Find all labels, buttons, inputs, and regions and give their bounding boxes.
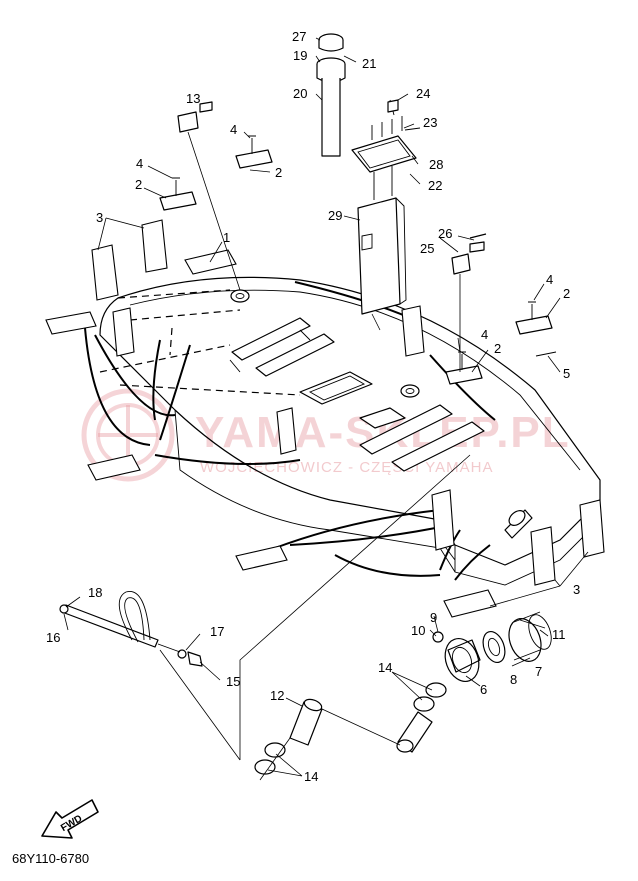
callout-19: 19 xyxy=(293,48,307,63)
callout-29: 29 xyxy=(328,208,342,223)
callout-25: 25 xyxy=(420,241,434,256)
pads xyxy=(45,219,605,618)
callout-21: 21 xyxy=(362,56,376,71)
fwd-arrow: FWD xyxy=(41,799,99,839)
callout-3: 3 xyxy=(96,210,103,225)
callout-1: 1 xyxy=(223,230,230,245)
callout-2: 2 xyxy=(275,165,282,180)
filler-assembly xyxy=(316,33,487,331)
leader-lines xyxy=(63,37,589,777)
caps xyxy=(177,101,485,372)
callout-16: 16 xyxy=(46,630,60,645)
callout-14: 14 xyxy=(304,769,318,784)
callout-26: 26 xyxy=(438,226,452,241)
callout-24: 24 xyxy=(416,86,430,101)
callout-11: 11 xyxy=(552,627,566,642)
diagram-code: 68Y110-6780 xyxy=(12,851,90,866)
callout-4: 4 xyxy=(230,122,237,137)
hull-body xyxy=(99,276,601,586)
callout-13: 13 xyxy=(186,91,200,106)
callout-14: 14 xyxy=(378,660,392,675)
callout-12: 12 xyxy=(270,688,284,703)
callout-2: 2 xyxy=(135,177,142,192)
callout-15: 15 xyxy=(226,674,240,689)
outlet-parts xyxy=(432,611,552,682)
callouts: 1 2 2 2 2 3 3 4 4 4 4 5 6 7 8 9 10 11 12… xyxy=(46,29,580,784)
callout-20: 20 xyxy=(293,86,307,101)
callout-8: 8 xyxy=(510,672,517,687)
callout-9: 9 xyxy=(430,610,437,625)
callout-28: 28 xyxy=(429,157,443,172)
callout-10: 10 xyxy=(411,623,425,638)
callout-6: 6 xyxy=(480,682,487,697)
callout-5: 5 xyxy=(563,366,570,381)
callout-2: 2 xyxy=(494,341,501,356)
callout-2: 2 xyxy=(563,286,570,301)
fitting-15-17 xyxy=(157,643,203,667)
dashed-guides xyxy=(99,289,301,396)
callout-27: 27 xyxy=(292,29,306,44)
callout-18: 18 xyxy=(88,585,102,600)
callout-4: 4 xyxy=(136,156,143,171)
callout-4: 4 xyxy=(481,327,488,342)
watermark: YAMA-SKLEP.PL WOJCIECHOWICZ - CZĘŚCI YAM… xyxy=(81,388,569,482)
callout-7: 7 xyxy=(535,664,542,679)
callout-4: 4 xyxy=(546,272,553,287)
handle-loop xyxy=(59,590,159,648)
callout-23: 23 xyxy=(423,115,437,130)
fwd-label: FWD xyxy=(59,813,84,834)
hoses-clamps xyxy=(159,454,471,781)
callout-17: 17 xyxy=(210,624,224,639)
callout-22: 22 xyxy=(428,178,442,193)
callout-3: 3 xyxy=(573,582,580,597)
placement-arrows xyxy=(84,281,496,581)
